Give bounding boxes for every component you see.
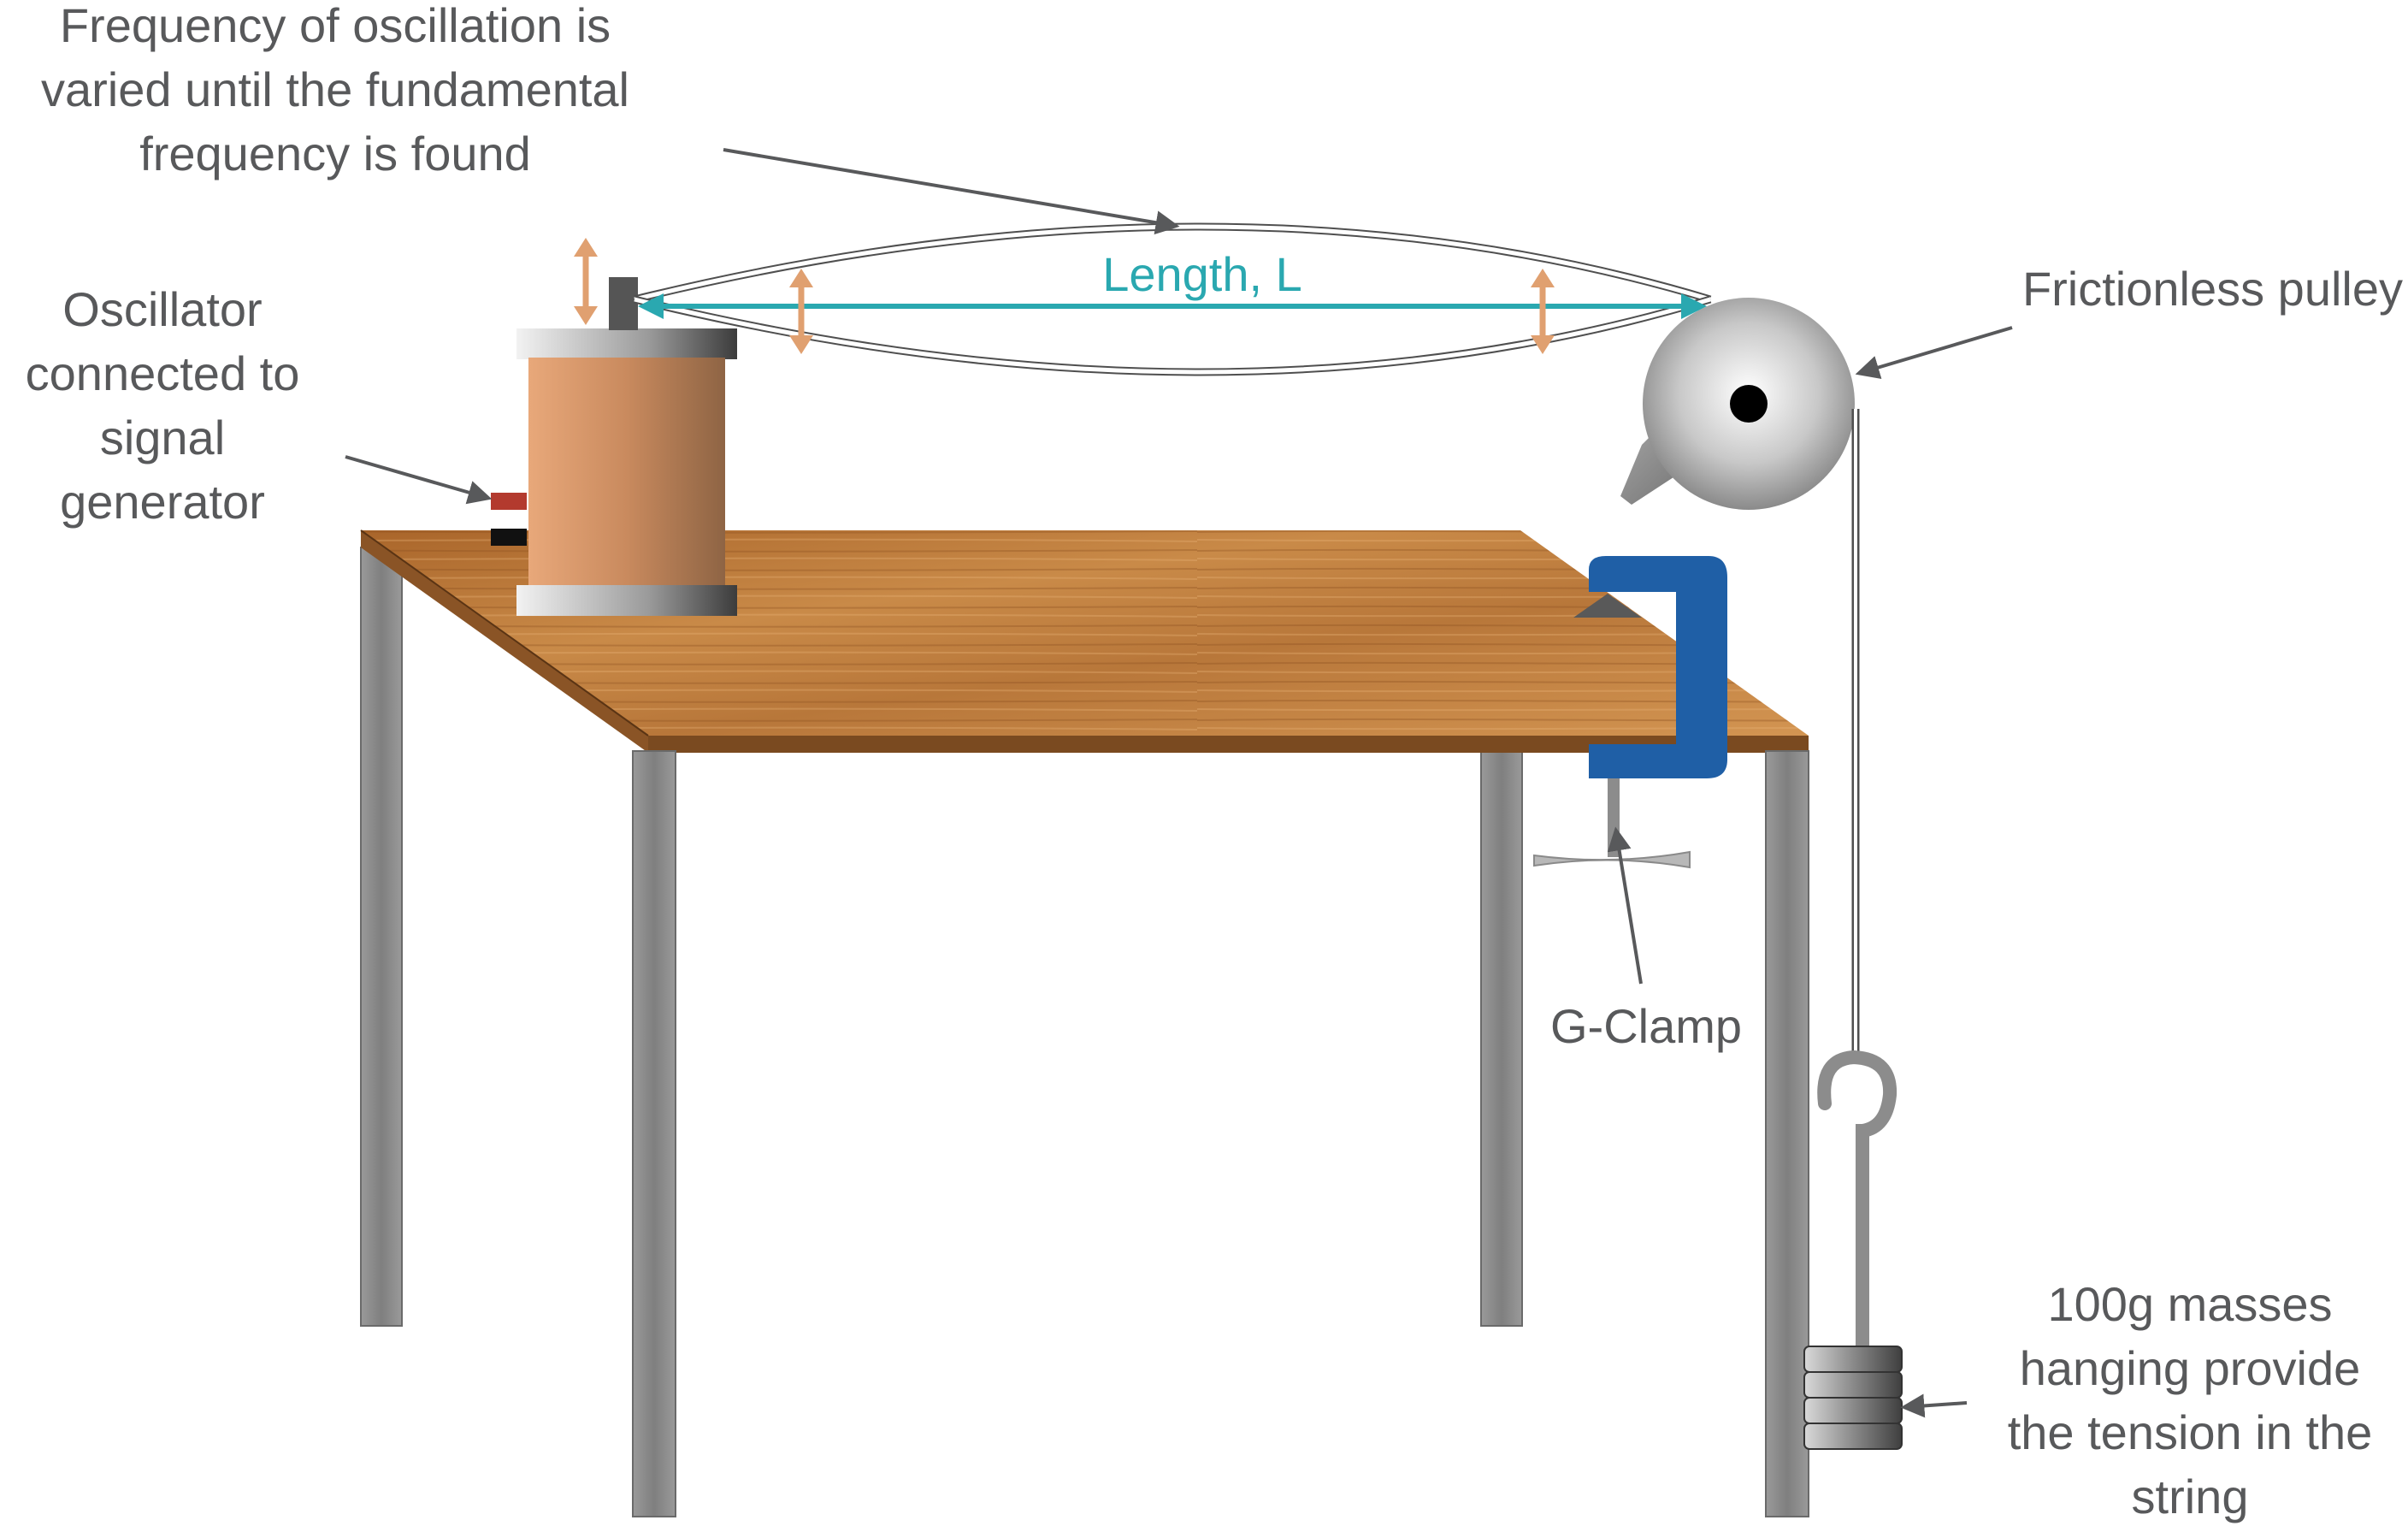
- oscillator-pointer: [345, 455, 493, 505]
- table-legs-front: [632, 750, 1809, 1517]
- clamp-label-text: G-Clamp: [1549, 999, 1743, 1053]
- frequency-note-line: Frequency of oscillation is: [59, 0, 611, 52]
- frequency-note-line: varied until the fundamental: [41, 62, 629, 116]
- masses-note: 100g masses hanging provide the tension …: [1972, 1272, 2408, 1529]
- mass-hanger: [1817, 1050, 1897, 1348]
- pulley: [1643, 298, 1855, 510]
- oscillator-note-line: signal: [99, 411, 226, 464]
- pulley-label: Frictionless pulley: [1967, 257, 2403, 321]
- oscillator-note-line: connected to: [25, 346, 300, 400]
- masses-note-line: the tension in the: [2007, 1405, 2373, 1459]
- masses-stack: [1803, 1346, 1903, 1450]
- masses-note-line: string: [2131, 1470, 2249, 1523]
- frequency-pointer: [723, 148, 1180, 235]
- pulley-label-text: Frictionless pulley: [2021, 262, 2403, 316]
- masses-note-line: 100g masses: [2047, 1277, 2333, 1331]
- clamp-pointer: [1607, 826, 1643, 985]
- length-label: Length, L: [1102, 247, 1302, 301]
- oscillator-note: Oscillator connected to signal generator: [0, 277, 325, 534]
- annotation-arrows: [345, 148, 2013, 1418]
- vibration-arrows: [574, 238, 1555, 354]
- table-top: [360, 529, 1809, 753]
- frequency-note: Frequency of oscillation is varied until…: [0, 0, 670, 186]
- masses-note-line: hanging provide: [2019, 1341, 2361, 1395]
- pulley-pointer: [1855, 326, 2013, 380]
- frequency-note-line: frequency is found: [139, 127, 531, 180]
- oscillator-note-line: Oscillator: [62, 282, 263, 336]
- oscillator-terminals: [491, 493, 527, 546]
- oscillator-note-line: generator: [60, 475, 265, 529]
- oscillator: [516, 277, 737, 616]
- g-clamp: [1533, 556, 1727, 869]
- masses-pointer: [1900, 1393, 1968, 1418]
- table-legs-back: [360, 547, 1523, 1327]
- clamp-label: G-Clamp: [1522, 994, 1770, 1058]
